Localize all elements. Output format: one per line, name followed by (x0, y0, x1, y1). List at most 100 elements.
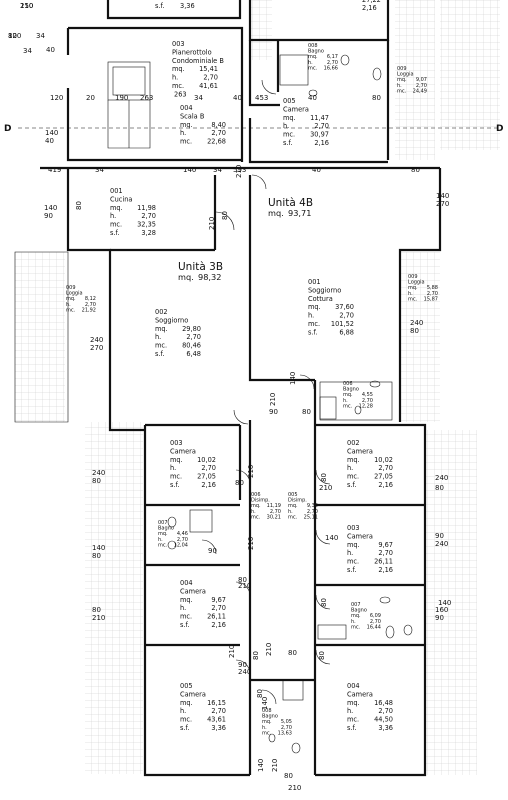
section-line-d: D D (4, 124, 503, 134)
room-field-value: 3,36 (211, 724, 226, 732)
room-field-value: 30,97 (310, 131, 329, 139)
room-number: 006 (251, 492, 261, 498)
room-field-label: s.f. (347, 481, 356, 489)
dimension-label: 80 (8, 32, 17, 40)
room-field-value: 10,02 (197, 456, 216, 464)
svg-text:D: D (4, 124, 11, 134)
room-field-value: 12,28 (359, 403, 373, 409)
dimension-label: 80 (92, 477, 101, 485)
room-field-label: mq. (288, 503, 298, 509)
room-number: 002 (155, 308, 168, 316)
room-field-value: 29,80 (182, 325, 201, 333)
room-field-label: mq. (158, 531, 168, 537)
room-field-value: 37,60 (335, 303, 354, 311)
svg-text:D: D (496, 124, 503, 134)
dimension-label: 210 (271, 759, 279, 772)
room-field-label: h. (180, 707, 186, 715)
room-name: Camera (180, 587, 206, 595)
room-field-value: 10,02 (374, 456, 393, 464)
dimension-label: 453 (255, 94, 268, 102)
dimension-label: 140 (436, 192, 449, 200)
room-field-value: 13,63 (278, 730, 292, 736)
room-name: Soggiorno (155, 316, 188, 324)
room-field-label: h. (308, 60, 313, 66)
room-field-label: mq. (308, 303, 321, 311)
room-number: 004 (180, 579, 193, 587)
dimension-label: 190 (115, 94, 128, 102)
dimension-label: 90 (269, 408, 278, 416)
room-field-label: mq. (347, 699, 360, 707)
room-field-label: mc. (347, 473, 359, 481)
dimension-label: 40 (312, 166, 321, 174)
dimension-label: 80 (75, 201, 83, 210)
room-field-value: 25,11 (304, 514, 318, 520)
room-field-label: h. (158, 537, 163, 543)
dimension-label: 90 (435, 614, 444, 622)
dimension-label: 80 (320, 598, 328, 607)
dimension-label: 34 (23, 47, 32, 55)
room-field-value: 16,66 (324, 65, 338, 71)
room-field-value: 2,70 (141, 212, 156, 220)
room-field-value: 16,15 (207, 699, 226, 707)
room-field-value: 2,70 (211, 129, 226, 137)
dimension-label: 80 (411, 166, 420, 174)
room-field-label: h. (347, 464, 353, 472)
room-field-label: mq. (397, 77, 407, 83)
room-field-value: 43,61 (207, 716, 226, 724)
dimension-label: 140 (45, 129, 58, 137)
dimension-label: 80 (284, 772, 293, 780)
dimension-label: 34 (213, 166, 222, 174)
room-field-label: h. (172, 74, 178, 82)
room-field-value: 26,11 (374, 558, 393, 566)
dimension-label: 80 (256, 689, 264, 698)
room-field-label: mc. (158, 542, 168, 548)
room-number: 007 (351, 602, 361, 608)
dimension-label: 160 (435, 606, 448, 614)
dimension-label: 34 (95, 166, 104, 174)
room-number: 003 (172, 40, 185, 48)
room-field-label: mq. (343, 392, 353, 398)
room-number: 008 (262, 708, 272, 714)
room-name: Loggia (66, 291, 83, 297)
room-field-value: 9,30 (307, 503, 318, 509)
room-field-value: 2,70 (378, 549, 393, 557)
room-field-label: mc. (262, 730, 272, 736)
room-field-value: 2,70 (378, 707, 393, 715)
room-field-value: 3,28 (141, 229, 156, 237)
top-sf-value: 3,36 (180, 2, 195, 10)
room-field-label: mq. (155, 325, 168, 333)
dimension-label: 270 (90, 344, 103, 352)
dimension-label: 210 (228, 645, 236, 658)
room-field-value: 2,16 (201, 481, 216, 489)
room-field-label: s.f. (155, 350, 164, 358)
room-field-label: mq. (110, 204, 123, 212)
dimension-label: 80 (252, 651, 260, 660)
room-r002-soggiorno: 002Soggiornomq.29,80h.2,70mc.80,46s.f.6,… (155, 308, 201, 358)
room-field-value: 6,48 (186, 350, 201, 358)
room-field-label: h. (283, 122, 289, 130)
room-name: Pianerottolo (172, 48, 212, 56)
room-field-value: 27,05 (374, 473, 393, 481)
room-field-value: 2,70 (211, 707, 226, 715)
top-mc-value: 27,22 (362, 0, 381, 4)
room-field-label: h. (343, 398, 348, 404)
room-field-label: h. (408, 291, 413, 297)
dimension-label: 210 (208, 217, 216, 230)
room-field-value: 30,21 (267, 514, 281, 520)
room-field-label: mc. (251, 514, 261, 520)
dimension-label: 210 (288, 784, 301, 792)
room-extra: 263 (174, 90, 187, 98)
room-number: 003 (347, 524, 360, 532)
room-number: 005 (180, 682, 193, 690)
room-field-label: h. (397, 83, 402, 89)
room-field-value: 32,35 (137, 221, 156, 229)
room-field-label: h. (110, 212, 116, 220)
dimension-label: 80 (372, 94, 381, 102)
dimension-label: 40 (308, 94, 317, 102)
room-field-label: h. (308, 312, 314, 320)
dimension-label: 120 (8, 32, 21, 40)
